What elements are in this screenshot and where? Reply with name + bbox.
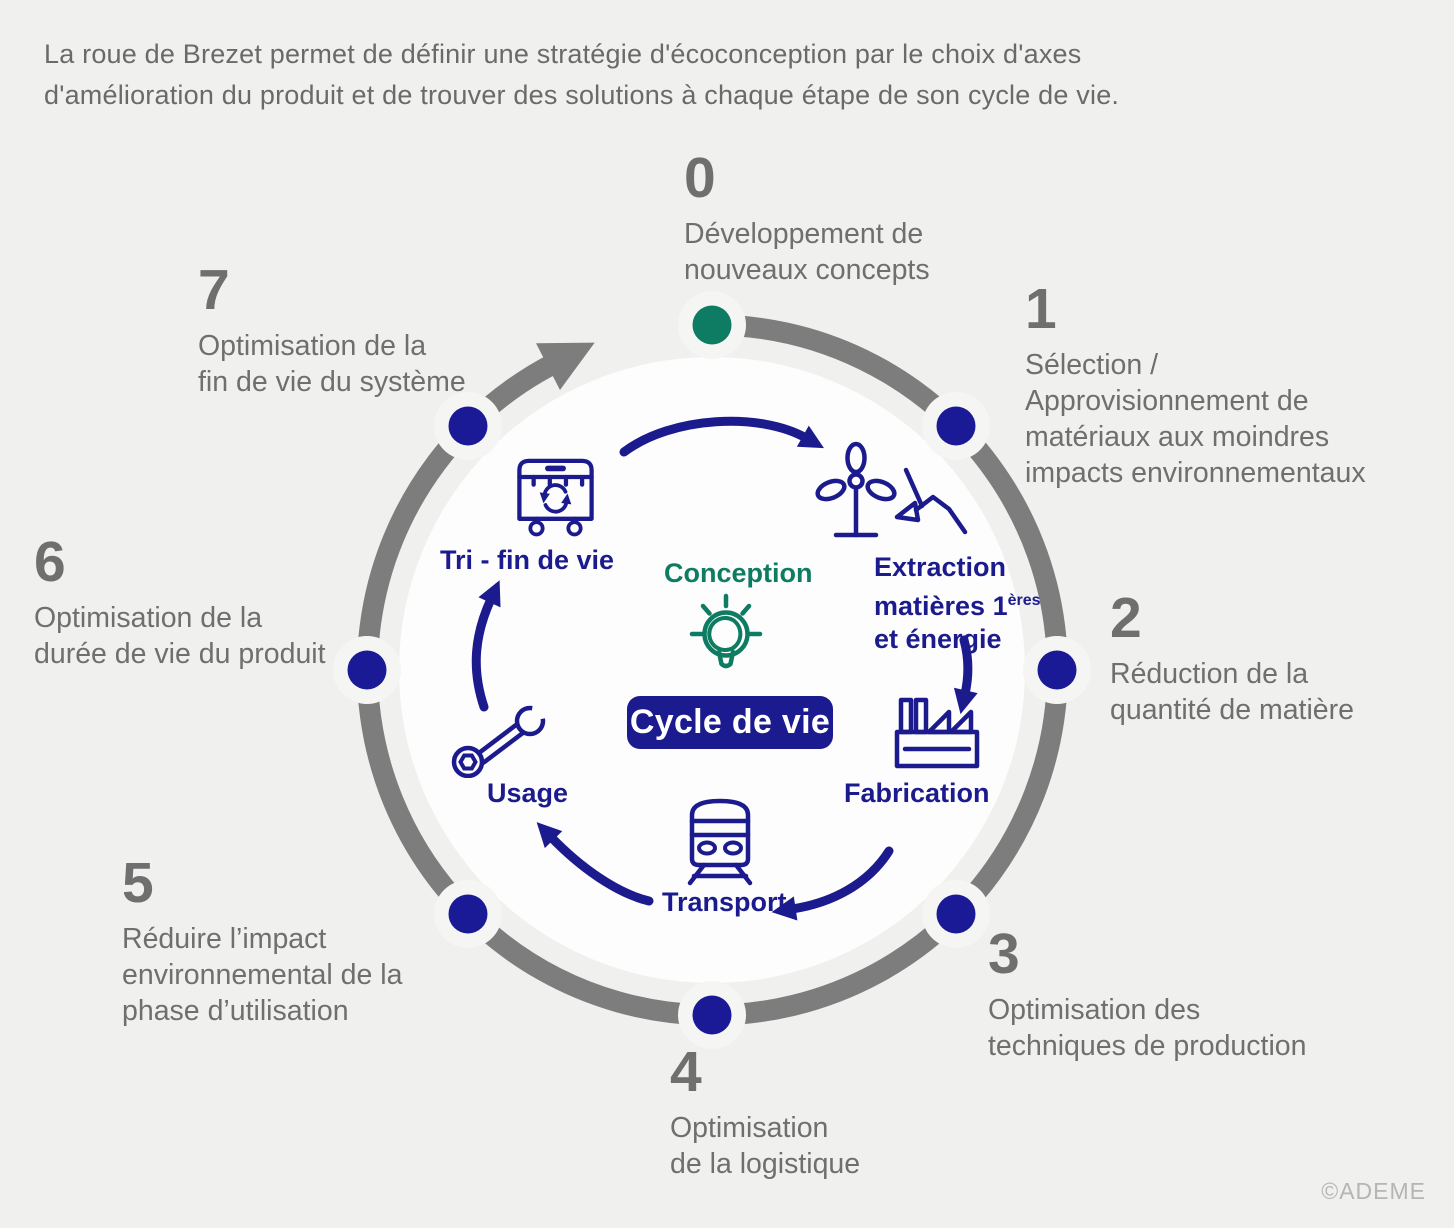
factory-icon (894, 697, 980, 769)
step-5-number: 5 (122, 851, 154, 915)
step-1-label: Sélection / Approvisionnement de matéria… (1025, 349, 1366, 489)
wind-turbine-pickaxe-icon (815, 441, 968, 538)
step-7-label: Optimisation de la fin de vie du système (198, 330, 466, 398)
stage-label-fabrication: Fabrication (844, 778, 990, 808)
step-3-label: Optimisation des techniques de productio… (988, 994, 1307, 1062)
step-4-number: 4 (670, 1040, 702, 1104)
cycle-de-vie-badge: Cycle de vie (627, 696, 833, 749)
extraction-line-2: matières 1ères (874, 591, 1041, 621)
arrow-tri-to-extraction (619, 416, 824, 457)
step-7: 7 Optimisation de la fin de vie du systè… (198, 262, 466, 400)
step-2-label: Réduction de la quantité de matière (1110, 658, 1354, 726)
step-4: 4 Optimisation de la logistique (670, 1044, 860, 1182)
lightbulb-icon (689, 593, 763, 669)
step-7-number: 7 (198, 258, 230, 322)
step-dot-6 (347, 650, 387, 690)
step-3-number: 3 (988, 922, 1020, 986)
arrow-fabrication-to-transport (771, 846, 894, 921)
step-5-label: Réduire l’impact environnemental de la p… (122, 923, 403, 1027)
step-dot-7 (448, 406, 488, 446)
arrow-extraction-to-fabrication (953, 635, 978, 715)
waste-container-recycle-icon (517, 458, 594, 537)
step-6: 6 Optimisation de la durée de vie du pro… (34, 534, 326, 672)
outer-cycle-clockwise-arrow (356, 314, 1068, 1026)
step-4-label: Optimisation de la logistique (670, 1112, 861, 1180)
arrow-usage-to-tri (471, 580, 501, 712)
step-2: 2 Réduction de la quantité de matière (1110, 590, 1354, 728)
stage-label-conception: Conception (664, 558, 813, 588)
step-5: 5 Réduire l’impact environnemental de la… (122, 855, 402, 1029)
stage-label-extraction: Extraction matières 1ères et énergie (874, 551, 1041, 656)
intro-text: La roue de Brezet permet de définir une … (44, 39, 1120, 110)
step-dot-2 (1037, 650, 1077, 690)
ademe-credit: ©ADEME (1321, 1178, 1426, 1204)
wrench-icon (451, 700, 558, 778)
arrow-transport-to-usage (536, 822, 654, 906)
stage-label-tri: Tri - fin de vie (440, 545, 615, 575)
step-dot-1 (936, 406, 976, 446)
step-0: 0 Développement de nouveaux concepts (684, 150, 930, 288)
step-3: 3 Optimisation des techniques de product… (988, 926, 1306, 1064)
stage-label-usage: Usage (487, 778, 569, 808)
step-dot-5 (448, 894, 488, 934)
step-6-label: Optimisation de la durée de vie du produ… (34, 602, 326, 670)
step-1: 1 Sélection / Approvisionnement de matér… (1025, 281, 1366, 491)
extraction-line-3: et énergie (874, 624, 1002, 654)
step-dot-3 (936, 894, 976, 934)
step-dot-0 (692, 305, 732, 345)
stage-label-transport: Transport (662, 887, 787, 917)
step-0-label: Développement de nouveaux concepts (684, 218, 930, 286)
step-2-number: 2 (1110, 586, 1142, 650)
inner-flow-arrows (471, 416, 978, 921)
extraction-line-1: Extraction (874, 552, 1007, 582)
extraction-superscript: ères (1007, 592, 1041, 609)
step-dot-4 (692, 995, 732, 1035)
train-icon (687, 798, 753, 886)
step-6-number: 6 (34, 530, 66, 594)
step-0-number: 0 (684, 146, 716, 210)
step-1-number: 1 (1025, 277, 1057, 341)
